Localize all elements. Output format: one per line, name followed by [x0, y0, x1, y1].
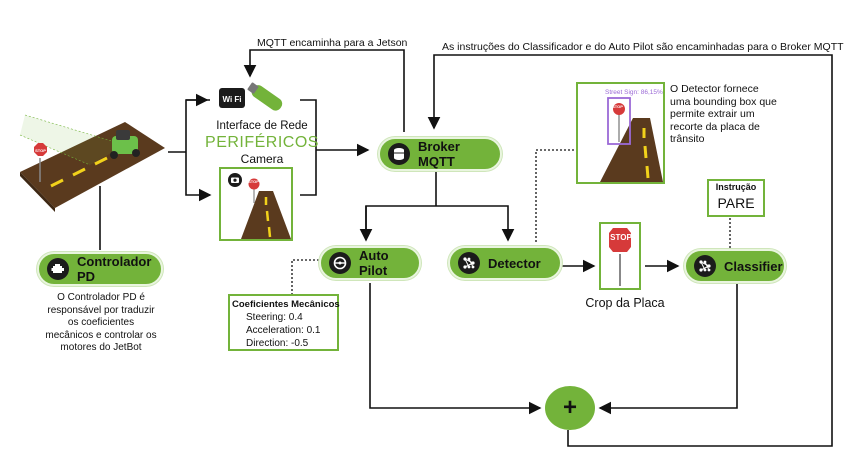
- detector-view-panel: [576, 82, 665, 184]
- controlador-pd-node[interactable]: Controlador PD: [37, 252, 163, 286]
- detector-label: Detector: [488, 255, 541, 271]
- network-interface-label: Interface de Rede: [216, 120, 308, 132]
- coefficients-box: Coeficientes Mecânicos Steering: 0.4 Acc…: [228, 294, 340, 351]
- svg-text:STOP: STOP: [35, 148, 46, 153]
- broker-mqtt-node[interactable]: Broker MQTT: [378, 137, 502, 171]
- crop-stop-text: STOP: [610, 233, 632, 242]
- wifi-icon: [219, 88, 245, 108]
- coefficients-title: Coeficientes Mecânicos: [232, 299, 340, 310]
- camera-icon: [227, 173, 243, 192]
- peripherals-title: PERIFÉRICOS: [205, 134, 319, 151]
- auto-pilot-label: Auto Pilot: [359, 248, 389, 278]
- steering-wheel-icon: [329, 252, 351, 274]
- broker-mqtt-label: Broker MQTT: [418, 139, 460, 169]
- coefficient-acceleration: Acceleration: 0.1: [246, 325, 321, 336]
- controller-description: O Controlador PD é responsável por tradu…: [45, 292, 157, 353]
- detector-description: O Detector fornece uma bounding box que …: [670, 83, 777, 145]
- coefficient-direction: Direction: -0.5: [246, 338, 309, 349]
- camera-stop-sign-text: STOP: [248, 179, 259, 184]
- combine-node[interactable]: +: [545, 386, 595, 430]
- detector-stop-sign-text: STOP: [612, 104, 623, 109]
- classifier-node[interactable]: Classifier: [684, 249, 786, 283]
- crop-stop-sign: [609, 228, 631, 286]
- detector-node[interactable]: Detector: [448, 246, 562, 280]
- road-scene-illustration: STOP: [19, 114, 165, 212]
- instruction-value: PARE: [717, 195, 755, 211]
- auto-pilot-node[interactable]: Auto Pilot: [319, 246, 421, 280]
- camera-label: Camera: [240, 152, 284, 166]
- detector-road-view: [578, 84, 663, 182]
- detection-label: Street Sign: 86,15%: [605, 89, 663, 96]
- instruction-title: Instrução: [715, 182, 757, 192]
- classifier-network-icon: [694, 255, 716, 277]
- engine-icon: [47, 258, 69, 280]
- instruction-box: Instrução PARE: [707, 179, 765, 217]
- coefficient-steering: Steering: 0.4: [246, 312, 303, 323]
- crop-panel: [599, 222, 641, 290]
- neural-network-icon: [458, 252, 480, 274]
- classifier-label: Classifier: [724, 258, 783, 274]
- controlador-pd-label: Controlador PD: [77, 254, 152, 284]
- broker-forward-note: As instruções do Classificador e do Auto…: [442, 41, 844, 53]
- usb-adapter-icon: [247, 82, 283, 111]
- database-icon: [388, 143, 410, 165]
- crop-label: Crop da Placa: [585, 296, 665, 310]
- jetson-forward-note: MQTT encaminha para a Jetson: [257, 37, 408, 49]
- wifi-label: Wi Fi: [222, 95, 242, 104]
